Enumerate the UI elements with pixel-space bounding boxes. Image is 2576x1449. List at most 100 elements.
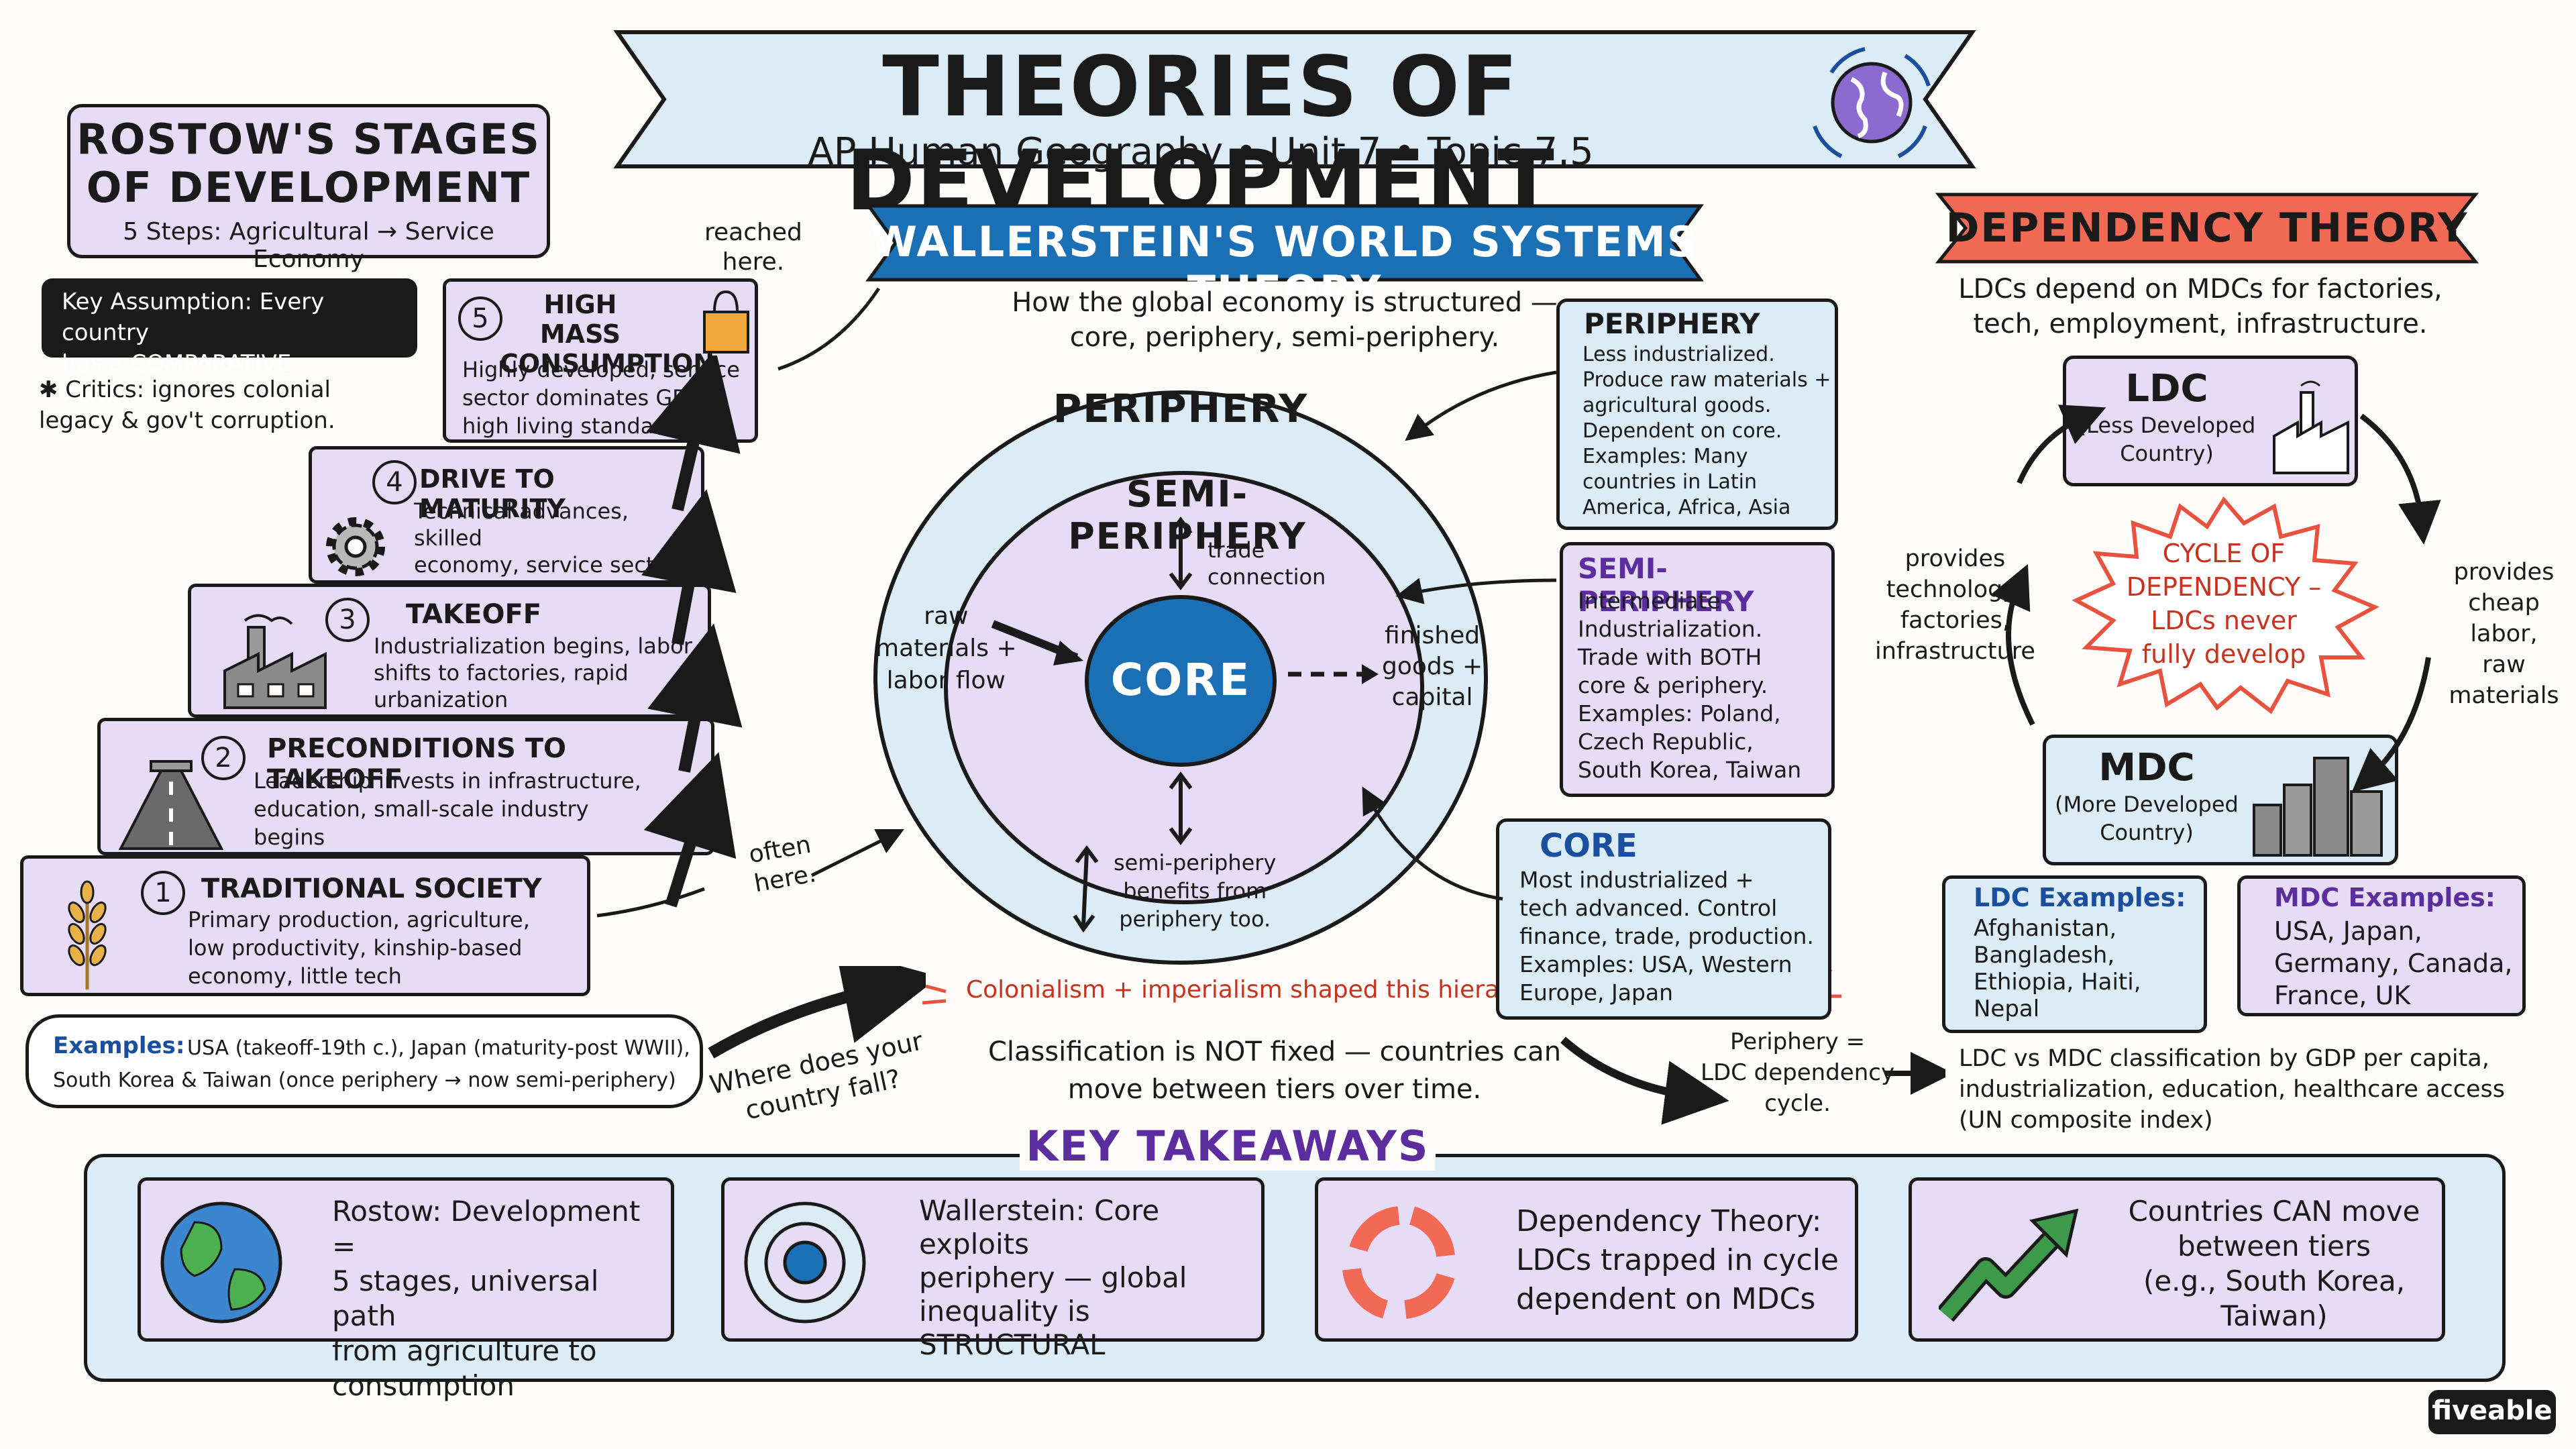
- question-arrow: [708, 966, 926, 1059]
- stage-text-2: Leadership invests in infrastructure, ed…: [254, 768, 641, 850]
- critics-note: ✱ Critics: ignores colonial legacy & gov…: [39, 376, 335, 434]
- rostow-title-box: ROSTOW'S STAGES OF DEVELOPMENT 5 Steps: …: [67, 104, 550, 273]
- stage-number-2: 2: [201, 736, 246, 780]
- periphery-box-title: PERIPHERY: [1584, 307, 1760, 340]
- stage-number-1: 1: [141, 871, 185, 915]
- stage-1-box: 1 TRADITIONAL SOCIETY Primary production…: [20, 855, 590, 996]
- header-banner: THEORIES OF DEVELOPMENT AP Human Geograp…: [604, 19, 1986, 228]
- wheat-icon: [68, 880, 107, 989]
- shopping-bag-icon: [703, 290, 749, 354]
- city-skyline-icon: [2253, 757, 2383, 857]
- mdc-examples-title: MDC Examples:: [2274, 883, 2496, 912]
- box-connector-arrows: [1362, 370, 1557, 901]
- cycle-burst-shape: [2072, 496, 2379, 714]
- takeaway-text-1: Rostow: Development = 5 stages, universa…: [332, 1195, 641, 1402]
- takeaway-text-3: Dependency Theory: LDCs trapped in cycle…: [1516, 1204, 1839, 1316]
- reached-here-note: reached here.: [704, 219, 802, 276]
- finished-goods-label: finished goods + capital: [1382, 622, 1483, 711]
- takeaway-text-4: Countries CAN move between tiers (e.g., …: [2128, 1195, 2420, 1332]
- classification-note: LDC vs MDC classification by GDP per cap…: [1959, 1045, 2506, 1134]
- provides-labor-label: provides cheap labor, raw materials: [2449, 559, 2559, 709]
- ldc-title: LDC: [2125, 367, 2208, 411]
- periphery-box: PERIPHERY Less industrialized. Produce r…: [1556, 299, 1838, 530]
- rostow-title: ROSTOW'S STAGES OF DEVELOPMENT: [76, 115, 541, 212]
- rostow-subtitle: 5 Steps: Agricultural → Service Economy: [123, 218, 494, 273]
- stage-title-2: PRECONDITIONS TO TAKEOFF: [267, 733, 567, 795]
- ldc-examples-box: LDC Examples: Afghanistan, Bangladesh, E…: [1942, 875, 2207, 1033]
- colonialism-note: Colonialism + imperialism shaped this hi…: [966, 976, 1552, 1004]
- world-systems-diagram: [873, 390, 1488, 965]
- takeaway-card-1: Rostow: Development = 5 stages, universa…: [138, 1177, 674, 1402]
- mdc-examples-box: MDC Examples: USA, Japan, Germany, Canad…: [2237, 875, 2526, 1016]
- mdc-examples-text: USA, Japan, Germany, Canada, France, UK: [2274, 916, 2513, 1010]
- stage-title-3: TAKEOFF: [406, 599, 542, 630]
- stage-3-box: 3 TAKEOFF Industrialization begins, labo…: [188, 584, 711, 718]
- takeaway-card-4: Countries CAN move between tiers (e.g., …: [1909, 1177, 2445, 1342]
- takeaway-text-2: Wallerstein: Core exploits periphery — g…: [919, 1194, 1187, 1361]
- stage-2-box: 2 PRECONDITIONS TO TAKEOFF Leadership in…: [97, 718, 714, 855]
- stage-title-4: DRIVE TO MATURITY: [419, 464, 566, 523]
- cycle-of-dependency: CYCLE OF DEPENDENCY – LDCs never fully d…: [2126, 539, 2322, 669]
- dependency-cycle-arrows: [1990, 405, 2441, 792]
- often-arrow: [596, 829, 904, 918]
- stage-number-3: 3: [325, 598, 370, 642]
- target-icon: [744, 1201, 866, 1324]
- reached-arrow: [777, 287, 881, 371]
- provides-technology-label: provides technology, factories, infrastr…: [1875, 545, 2035, 665]
- not-fixed-note: Classification is NOT fixed — countries …: [987, 1036, 1562, 1105]
- wallerstein-title: WALLERSTEIN'S WORLD SYSTEMS THEORY: [871, 217, 1699, 315]
- core-label: CORE: [1110, 654, 1251, 706]
- examples-bubble: Examples: USA (takeoff-19th c.), Japan (…: [25, 1014, 703, 1108]
- mdc-subtitle: (More Developed Country): [2055, 792, 2239, 845]
- wallerstein-banner: WALLERSTEIN'S WORLD SYSTEMS THEORY: [849, 196, 1721, 315]
- semi-periphery-box-title: SEMI-PERIPHERY: [1578, 552, 1754, 618]
- stage-text-1: Primary production, agriculture, low pro…: [188, 907, 530, 989]
- ldc-box: LDC (Less Developed Country): [2063, 356, 2358, 486]
- stage-number-4: 4: [372, 460, 417, 504]
- takeaway-card-2: Wallerstein: Core exploits periphery — g…: [721, 1177, 1265, 1361]
- core-box-title: CORE: [1540, 827, 1638, 865]
- wallerstein-intro: How the global economy is structured — c…: [1012, 287, 1558, 353]
- ldc-examples-text: Afghanistan, Bangladesh, Ethiopia, Haiti…: [1974, 915, 2141, 1022]
- trade-connection-label: trade connection: [1208, 537, 1326, 590]
- mdc-title: MDC: [2098, 746, 2195, 790]
- takeaway-card-3: Dependency Theory: LDCs trapped in cycle…: [1315, 1177, 1858, 1342]
- banner-shape: [613, 30, 1976, 168]
- dependency-banner-shape: [1935, 193, 2479, 264]
- globe-rotate-icon: [1813, 47, 1931, 158]
- cycle-arrows-icon: [1342, 1206, 1455, 1319]
- fiveable-logo: fiveable: [2428, 1390, 2556, 1434]
- core-box: CORE Most industrialized + tech advanced…: [1496, 818, 1831, 1020]
- stair-arrows: [641, 356, 743, 908]
- mdc-box: MDC (More Developed Country): [2043, 735, 2398, 865]
- core-box-text: Most industrialized + tech advanced. Con…: [1519, 867, 1814, 1006]
- raw-materials-label: raw materials + labor flow: [875, 602, 1017, 694]
- dependency-banner: DEPENDENCY THEORY: [1925, 184, 2489, 272]
- semi-benefit-label: semi-periphery benefits from periphery t…: [1114, 850, 1277, 932]
- ldc-examples-title: LDC Examples:: [1974, 883, 2186, 912]
- semi-periphery-label: SEMI-PERIPHERY: [1068, 473, 1307, 557]
- key-assumption-box: Key Assumption: Every country has a COMP…: [42, 278, 417, 408]
- stage-number-5: 5: [458, 297, 502, 341]
- semi-periphery-box: SEMI-PERIPHERY Intermediate Industrializ…: [1560, 542, 1835, 797]
- dependency-title: DEPENDENCY THEORY: [1945, 205, 2469, 252]
- dependency-intro: LDCs depend on MDCs for factories, tech,…: [1958, 274, 2443, 339]
- examples-label: Examples:: [53, 1032, 185, 1059]
- factory-icon: [223, 614, 327, 709]
- ldc-factory-icon: [2273, 380, 2349, 474]
- periphery-box-text: Less industrialized. Produce raw materia…: [1582, 343, 1831, 519]
- wallerstein-banner-shape: [865, 204, 1704, 282]
- takeaways-title: KEY TAKEAWAYS: [1020, 1122, 1436, 1171]
- periphery-label: PERIPHERY: [1053, 386, 1309, 431]
- gear-icon: [326, 517, 385, 576]
- examples-text: USA (takeoff-19th c.), Japan (maturity-p…: [53, 1036, 690, 1092]
- key-assumption: Key Assumption: Every country has a COMP…: [62, 288, 325, 408]
- stage-title-1: TRADITIONAL SOCIETY: [201, 873, 542, 904]
- semi-periphery-box-text: Intermediate Industrialization. Trade wi…: [1578, 588, 1802, 783]
- stage-text-3: Industrialization begins, labor shifts t…: [374, 633, 692, 712]
- brand-text: fiveable: [2432, 1395, 2553, 1426]
- globe-icon: [160, 1201, 282, 1324]
- core-circle: [1085, 595, 1277, 767]
- page-subtitle: AP Human Geography • Unit 7 • Topic 7.5: [808, 130, 1594, 174]
- road-icon: [118, 760, 224, 850]
